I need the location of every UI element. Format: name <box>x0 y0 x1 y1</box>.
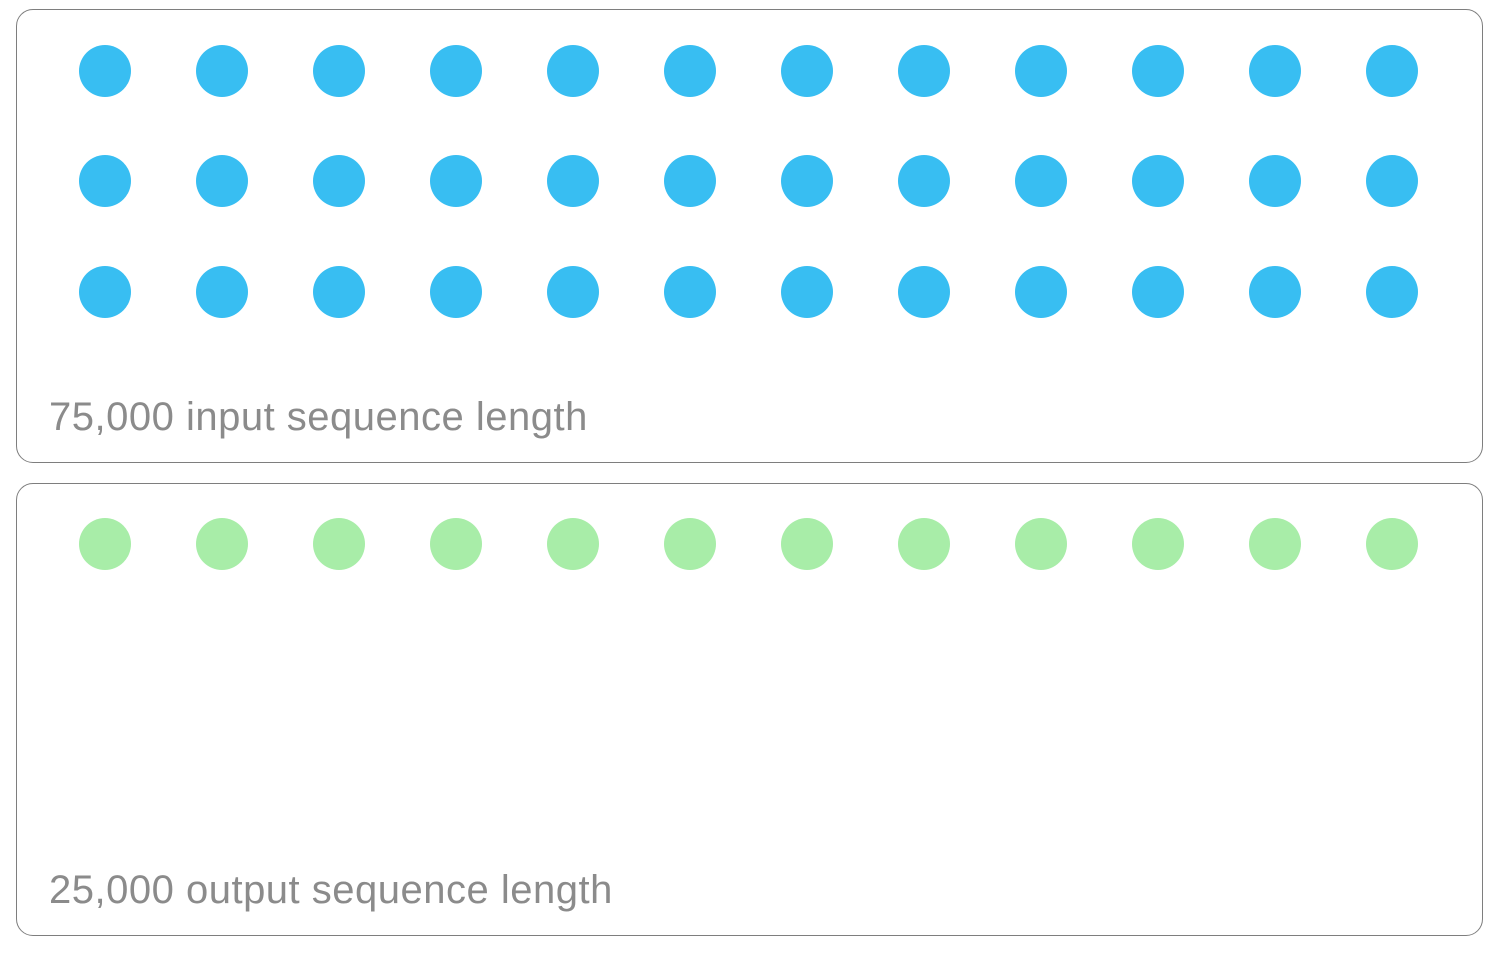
input-token-dot <box>898 44 951 97</box>
input-token-dot <box>1249 155 1302 207</box>
input-token-dot <box>1015 155 1068 207</box>
output-token-dot <box>1249 517 1302 570</box>
input-token-dot <box>195 265 248 318</box>
input-token-dot <box>546 155 599 207</box>
input-token-dot <box>312 44 365 97</box>
output-token-dot <box>312 517 365 570</box>
input-token-dot <box>429 44 482 97</box>
input-token-dot <box>78 44 131 97</box>
input-token-dot <box>546 44 599 97</box>
output-sequence-panel: 25,000 output sequence length <box>16 483 1483 936</box>
input-token-dot <box>663 155 716 207</box>
output-token-dot <box>1132 517 1185 570</box>
input-token-dot <box>1015 265 1068 318</box>
input-sequence-panel: 75,000 input sequence length <box>16 9 1483 463</box>
input-token-dot <box>781 265 834 318</box>
input-token-dot <box>195 155 248 207</box>
input-token-dot <box>1366 44 1419 97</box>
input-sequence-label: 75,000 input sequence length <box>49 395 588 439</box>
input-token-dot <box>1249 44 1302 97</box>
input-token-dot <box>1015 44 1068 97</box>
input-token-dot <box>78 265 131 318</box>
input-token-dot <box>195 44 248 97</box>
input-token-dot <box>312 155 365 207</box>
output-token-dot <box>78 517 131 570</box>
input-token-dot <box>663 265 716 318</box>
output-token-dot <box>195 517 248 570</box>
input-token-dot <box>78 155 131 207</box>
output-token-dot <box>429 517 482 570</box>
output-token-dot <box>546 517 599 570</box>
input-token-dot <box>1132 155 1185 207</box>
input-token-dot <box>663 44 716 97</box>
input-token-dot <box>546 265 599 318</box>
input-token-dot <box>1132 265 1185 318</box>
input-token-dot <box>781 44 834 97</box>
input-token-dot <box>1366 155 1419 207</box>
input-token-dot <box>898 265 951 318</box>
input-token-dot <box>429 265 482 318</box>
output-token-dot <box>1015 517 1068 570</box>
output-sequence-label: 25,000 output sequence length <box>49 868 613 912</box>
input-token-dot <box>312 265 365 318</box>
input-token-dot <box>781 155 834 207</box>
input-token-dot <box>429 155 482 207</box>
input-token-dot <box>898 155 951 207</box>
output-token-dot <box>663 517 716 570</box>
input-token-dots-grid <box>17 10 1482 462</box>
input-token-dot <box>1249 265 1302 318</box>
input-token-dot <box>1366 265 1419 318</box>
output-token-dot <box>1366 517 1419 570</box>
input-token-dot <box>1132 44 1185 97</box>
output-token-dot <box>898 517 951 570</box>
output-token-dots-grid <box>17 484 1482 935</box>
output-token-dot <box>781 517 834 570</box>
